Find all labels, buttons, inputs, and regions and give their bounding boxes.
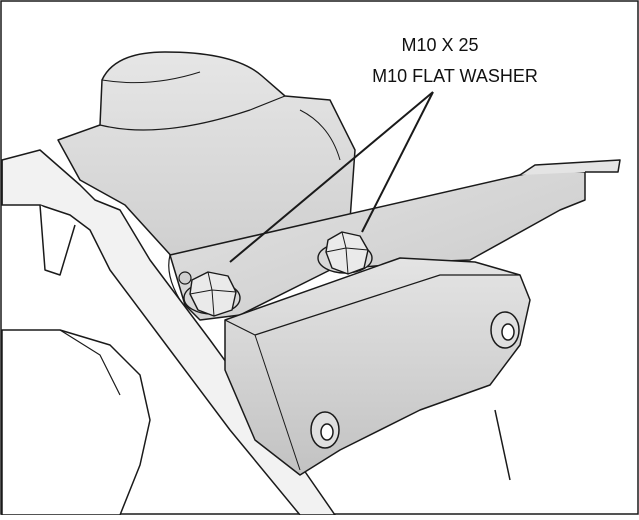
callout-bolt-spec: M10 X 25 — [401, 35, 479, 55]
callout-washer-spec: M10 FLAT WASHER — [372, 66, 538, 86]
callout-leaders — [229, 91, 434, 263]
hex-bolt-icon — [317, 231, 373, 275]
leader-line — [494, 409, 511, 481]
mounting-bracket — [168, 159, 621, 321]
hex-bolt-icon — [183, 271, 241, 317]
hand-crease — [59, 329, 121, 396]
housing-block — [224, 257, 531, 476]
